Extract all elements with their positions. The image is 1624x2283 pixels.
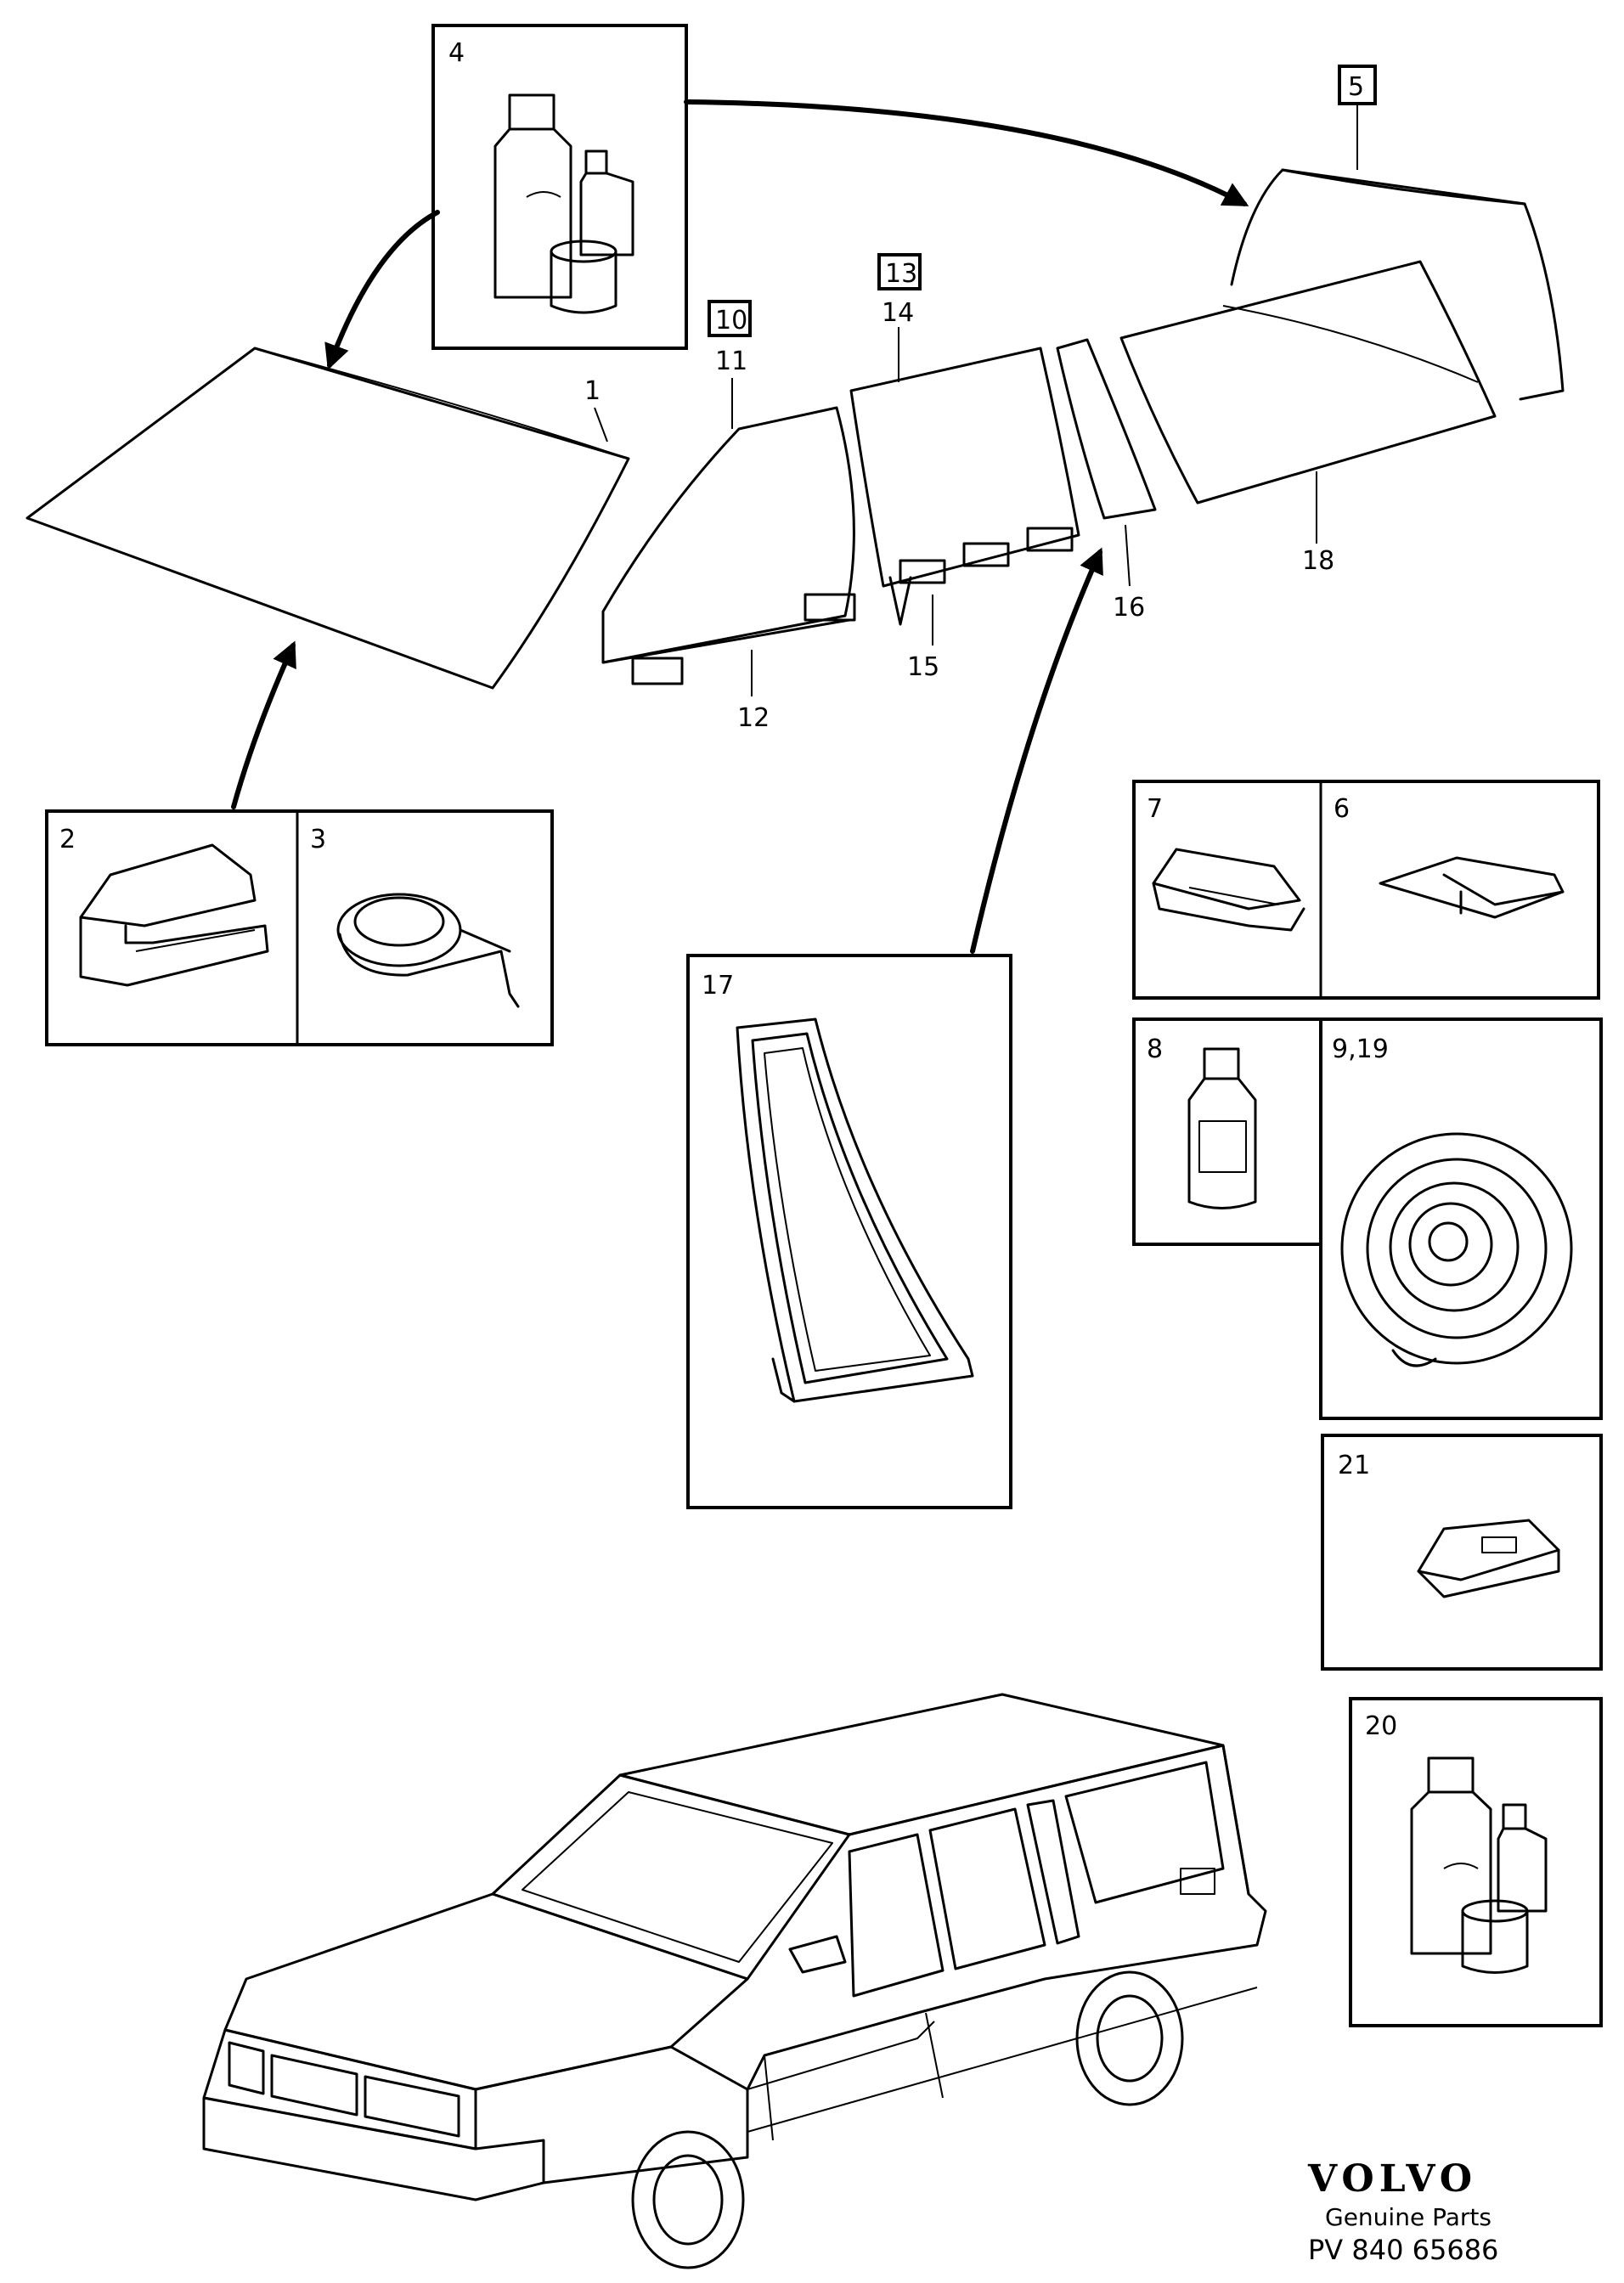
kit-box-9-19: 9,19 xyxy=(1319,1017,1603,1420)
part-14-door-glass: 13 14 15 xyxy=(849,253,1080,682)
window-frame-icon xyxy=(736,1017,974,1403)
seal-roll-icon xyxy=(1340,1132,1573,1367)
label-14: 14 xyxy=(882,298,914,328)
label-2: 2 xyxy=(59,825,76,854)
kit-box-20: 20 xyxy=(1349,1697,1603,2027)
clip-6-icon xyxy=(1379,856,1565,919)
kit-box-21: 21 xyxy=(1321,1434,1603,1671)
part-1-windscreen: 1 xyxy=(25,347,630,690)
kit-box-17: 17 xyxy=(686,954,1012,1509)
kit-box-7-6: 7 6 xyxy=(1132,780,1600,1000)
label-1: 1 xyxy=(584,376,601,406)
label-7: 7 xyxy=(1147,794,1163,824)
label-18: 18 xyxy=(1302,546,1334,576)
label-17: 17 xyxy=(702,971,734,1001)
tape-roll-icon xyxy=(336,893,520,1008)
label-13: 13 xyxy=(885,259,917,289)
part-18-side-window: 18 xyxy=(1119,260,1497,576)
label-5: 5 xyxy=(1348,72,1364,102)
part-11-front-door-glass: 10 11 12 xyxy=(601,300,856,733)
clip-7-icon xyxy=(1152,848,1305,932)
adhesive-bottle-icon xyxy=(493,93,634,314)
kit-box-4: 4 xyxy=(431,24,688,350)
kit-box-2-3: 2 3 xyxy=(45,809,554,1046)
label-20: 20 xyxy=(1365,1711,1397,1741)
adhesive-kit-20-icon xyxy=(1410,1756,1548,1974)
kit-box-8: 8 xyxy=(1132,1017,1322,1246)
label-12: 12 xyxy=(737,703,770,733)
label-4: 4 xyxy=(448,38,465,68)
label-3: 3 xyxy=(310,825,326,854)
label-11: 11 xyxy=(715,347,747,376)
genuine-parts-label: Genuine Parts xyxy=(1325,2203,1491,2231)
part-5-rear-window: 5 xyxy=(1230,65,1565,401)
footer-branding: VOLVO Genuine Parts PV 840 65686 xyxy=(1307,2157,1498,2266)
label-16: 16 xyxy=(1113,593,1145,623)
clip-icon xyxy=(79,843,269,987)
reference-arrows xyxy=(231,99,1249,954)
primer-bottle-icon xyxy=(1187,1047,1257,1209)
part-16-quarter-glass: 16 xyxy=(1056,338,1157,623)
label-6: 6 xyxy=(1334,794,1350,824)
clip-21-icon xyxy=(1417,1519,1560,1598)
estate-car-illustration xyxy=(202,1693,1267,2269)
label-21: 21 xyxy=(1338,1451,1370,1480)
label-15: 15 xyxy=(907,652,939,682)
part-code: PV 840 65686 xyxy=(1308,2234,1498,2266)
label-8: 8 xyxy=(1147,1034,1163,1064)
label-9-19: 9,19 xyxy=(1332,1034,1389,1064)
volvo-logo: VOLVO xyxy=(1307,2157,1477,2201)
label-10: 10 xyxy=(715,306,747,335)
